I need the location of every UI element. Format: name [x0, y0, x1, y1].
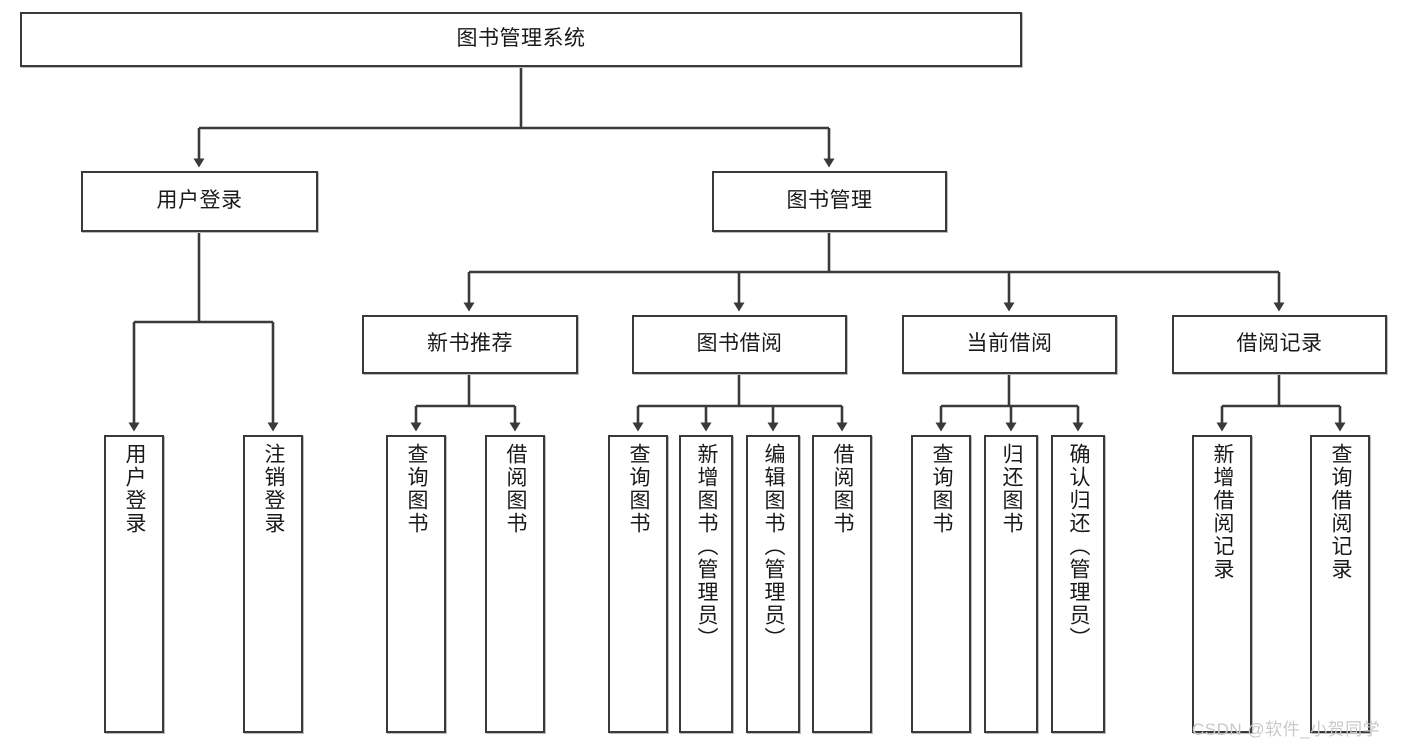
node-root-label: 图书管理系统 — [456, 27, 586, 51]
node-new-book-rec[interactable]: 新书推荐 — [362, 315, 578, 374]
node-leaf-return-book-label: 归还图书 — [1000, 443, 1024, 535]
node-book-borrow[interactable]: 图书借阅 — [632, 315, 847, 374]
node-leaf-edit-book[interactable]: 编辑图书（管理员） — [746, 435, 800, 733]
node-leaf-borrow-book[interactable]: 借阅图书 — [812, 435, 872, 733]
csdn-watermark: CSDN @软件_小贺同学 — [1192, 720, 1381, 739]
node-leaf-borrow-book-rec[interactable]: 借阅图书 — [485, 435, 545, 733]
node-leaf-query-book-borrow[interactable]: 查询图书 — [608, 435, 668, 733]
node-leaf-user-logout-label: 注销登录 — [262, 443, 286, 535]
node-book-manage-label: 图书管理 — [786, 189, 873, 213]
node-leaf-user-login[interactable]: 用户登录 — [104, 435, 164, 733]
node-leaf-return-book[interactable]: 归还图书 — [984, 435, 1038, 733]
node-current-borrow[interactable]: 当前借阅 — [902, 315, 1117, 374]
node-leaf-user-logout[interactable]: 注销登录 — [243, 435, 303, 733]
node-leaf-edit-book-label: 编辑图书（管理员） — [762, 443, 786, 650]
node-leaf-user-login-label: 用户登录 — [123, 443, 147, 535]
node-leaf-query-record[interactable]: 查询借阅记录 — [1310, 435, 1370, 733]
node-leaf-query-book-rec-label: 查询图书 — [405, 443, 429, 535]
node-leaf-add-book[interactable]: 新增图书（管理员） — [679, 435, 733, 733]
node-leaf-confirm-return-label: 确认归还（管理员） — [1067, 443, 1091, 650]
node-leaf-borrow-book-label: 借阅图书 — [831, 443, 855, 535]
node-user-login-label: 用户登录 — [156, 189, 243, 213]
node-leaf-query-book-rec[interactable]: 查询图书 — [386, 435, 446, 733]
node-root[interactable]: 图书管理系统 — [20, 12, 1022, 67]
node-book-manage[interactable]: 图书管理 — [712, 171, 947, 232]
node-leaf-query-book-borrow-label: 查询图书 — [627, 443, 651, 535]
node-new-book-rec-label: 新书推荐 — [427, 332, 513, 356]
node-leaf-query-book-current-label: 查询图书 — [930, 443, 954, 535]
node-user-login[interactable]: 用户登录 — [81, 171, 318, 232]
node-leaf-query-book-current[interactable]: 查询图书 — [911, 435, 971, 733]
node-current-borrow-label: 当前借阅 — [966, 332, 1053, 356]
node-leaf-add-record-label: 新增借阅记录 — [1211, 443, 1235, 581]
node-borrow-record-label: 借阅记录 — [1236, 332, 1323, 356]
node-leaf-add-record[interactable]: 新增借阅记录 — [1192, 435, 1252, 733]
node-leaf-query-record-label: 查询借阅记录 — [1329, 443, 1353, 581]
node-borrow-record[interactable]: 借阅记录 — [1172, 315, 1387, 374]
node-book-borrow-label: 图书借阅 — [696, 332, 783, 356]
node-leaf-borrow-book-rec-label: 借阅图书 — [504, 443, 528, 535]
node-leaf-add-book-label: 新增图书（管理员） — [695, 443, 719, 650]
node-leaf-confirm-return[interactable]: 确认归还（管理员） — [1051, 435, 1105, 733]
